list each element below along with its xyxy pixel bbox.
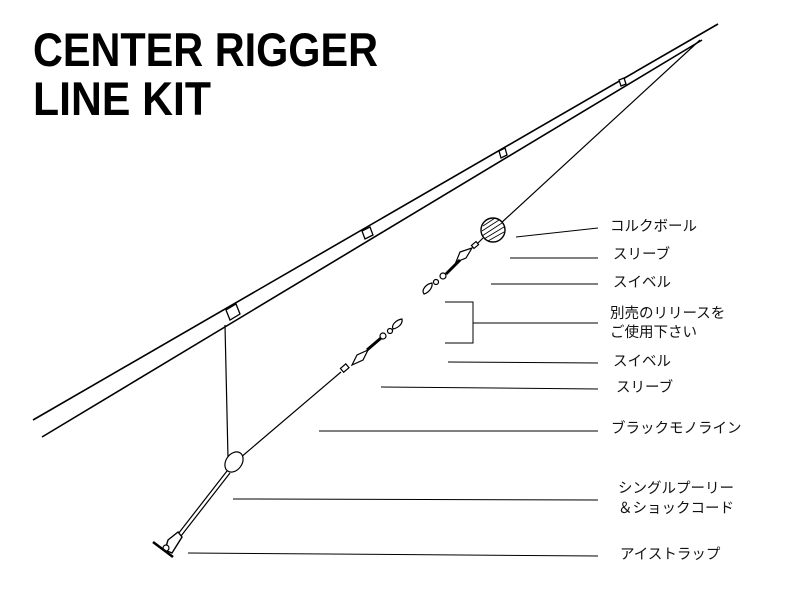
- rigging: [152, 39, 701, 558]
- label-release-1: 別売のリリースを: [610, 306, 726, 322]
- sleeve-bottom: [339, 363, 350, 374]
- label-pulley-2: ＆ショックコード: [618, 501, 734, 517]
- label-cork-ball: コルクボール: [610, 219, 697, 235]
- label-swivel-top: スイベル: [613, 275, 671, 291]
- black-mono-line: [239, 371, 342, 459]
- label-swivel-bottom: スイベル: [613, 354, 671, 370]
- cork-ball: [480, 217, 506, 243]
- rod: [32, 23, 719, 438]
- pulley: [224, 451, 244, 473]
- leader-lines: [187, 227, 599, 557]
- main-line: [499, 39, 701, 225]
- snap-top: [422, 282, 433, 295]
- swivel-bottom: [350, 348, 370, 367]
- rod-guides: [225, 77, 627, 321]
- label-black-mono-line: ブラックモノライン: [611, 421, 742, 437]
- label-pulley-1: シングルプーリー: [618, 481, 734, 497]
- title-line-2: LINE KIT: [33, 72, 211, 125]
- title-line-1: CENTER RIGGER: [33, 23, 378, 76]
- snap-bottom: [391, 318, 403, 330]
- label-eye-strap: アイストラップ: [620, 547, 721, 563]
- label-sleeve-bottom: スリーブ: [616, 380, 674, 396]
- label-sleeve-top: スリーブ: [613, 247, 671, 263]
- label-release-2: ご使用下さい: [610, 325, 697, 341]
- sleeve-top: [470, 240, 480, 250]
